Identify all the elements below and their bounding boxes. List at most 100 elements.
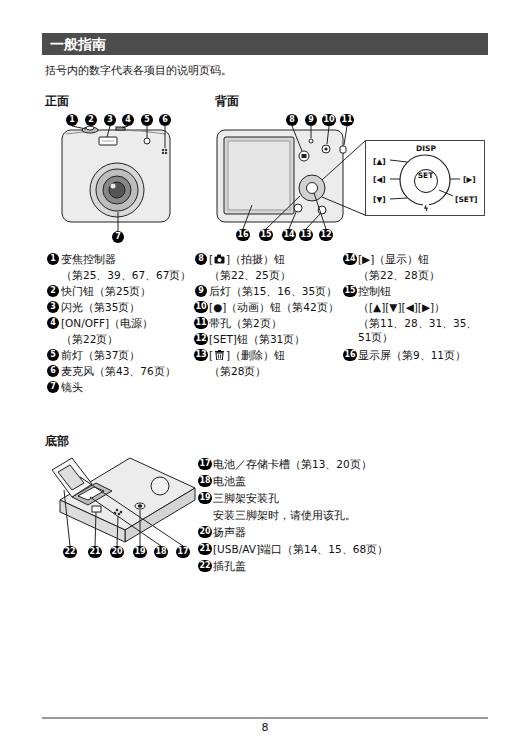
callout-number: 16 [236, 229, 249, 241]
pad-label: [▶] [462, 175, 477, 184]
callout-number: 17 [198, 458, 211, 470]
description-text: 三脚架安装孔 [213, 491, 279, 505]
page-heading: 一般指南 [50, 36, 106, 52]
callout-number: 12 [319, 229, 332, 241]
pad-label: [◀] [372, 175, 387, 184]
description-text: [ [209, 252, 213, 266]
callout-number: 6 [159, 114, 171, 126]
callout-number: 9 [305, 114, 317, 126]
callout-number: 1 [47, 253, 59, 265]
description-text: （[▲][▼][◀][▶]） [358, 300, 445, 314]
callout-number: 22 [63, 546, 76, 558]
callout-number: 17 [176, 546, 189, 558]
description-text: （第22、28页） [358, 268, 440, 282]
callout-number: 11 [340, 114, 353, 126]
description-text: 镜头 [61, 380, 83, 394]
callout-number: 18 [154, 546, 167, 558]
description-text: 插孔盖 [213, 559, 246, 573]
callout-number: 22 [198, 560, 211, 572]
pad-label: [SET] [454, 195, 479, 204]
callout-number: 1 [66, 114, 78, 126]
description-text: 电池盖 [213, 474, 246, 488]
description-text: 安装三脚架时，请使用该孔。 [213, 508, 356, 522]
callout-number: 5 [47, 349, 59, 361]
callout-number: 5 [141, 114, 153, 126]
description-text: （第22页） [61, 332, 118, 346]
callout-number: 9 [195, 285, 207, 297]
page-number: 8 [262, 721, 269, 735]
callout-number: 20 [198, 526, 211, 538]
bottom-camera [52, 458, 195, 546]
description-text: [ON/OFF]（电源） [61, 316, 153, 330]
callout-number: 15 [259, 229, 272, 241]
callout-number: 21 [198, 543, 211, 555]
control-pad-inset: DISP [▲] [◀] [▶] [▼] [SET] ϟ SET [365, 140, 485, 216]
pad-label: DISP [415, 144, 437, 153]
callout-number: 13 [299, 229, 312, 241]
callout-number: 19 [133, 546, 146, 558]
description-text: [●]（动画）钮（第42页） [209, 300, 339, 314]
footer-rule [42, 717, 488, 719]
callout-number: 14 [282, 229, 295, 241]
pad-label: [▲] [372, 157, 387, 166]
description-text: [USB/AV]端口（第14、15、68页） [213, 542, 388, 556]
description-text: （第11、28、31、35、51页） [358, 316, 484, 344]
callout-number: 11 [194, 317, 207, 329]
button-label: SET [417, 171, 435, 180]
callout-number: 4 [47, 317, 59, 329]
callout-number: 13 [194, 349, 207, 361]
description-text: [▶]（显示）钮 [358, 252, 429, 266]
pad-label: ϟ [423, 204, 430, 213]
back-camera [217, 126, 365, 229]
callout-number: 15 [343, 285, 356, 297]
description-text: （第25、39、67、67页） [61, 268, 191, 282]
callout-number: 4 [122, 114, 134, 126]
callout-number: 2 [85, 114, 97, 126]
description-text: 带孔（第2页） [209, 316, 282, 330]
callout-number: 21 [88, 546, 101, 558]
description-text: [SET]钮（第31页） [209, 332, 305, 346]
callout-number: 12 [194, 333, 207, 345]
callout-number: 7 [47, 381, 59, 393]
description-text: （第28页） [209, 364, 266, 378]
description-text: 快门钮（第25页） [61, 284, 151, 298]
callout-number: 7 [112, 231, 124, 243]
callout-number: 8 [286, 114, 298, 126]
description-text: [ [209, 348, 213, 362]
description-text: 变焦控制器 [61, 252, 116, 266]
description-text: 闪光（第35页） [61, 300, 140, 314]
header-band [42, 33, 488, 55]
description-text: 控制钮 [358, 284, 391, 298]
front-camera [62, 126, 170, 231]
description-text: （第22、25页） [209, 268, 291, 282]
description-text: 电池／存储卡槽（第13、20页） [213, 457, 372, 471]
callout-number: 18 [198, 475, 211, 487]
trash-icon [214, 350, 225, 360]
description-text: 显示屏（第9、11页） [358, 348, 466, 362]
callout-number: 2 [47, 285, 59, 297]
description-text: 后灯（第15、16、35页） [209, 284, 337, 298]
callout-number: 19 [198, 492, 211, 504]
callout-number: 6 [47, 365, 59, 377]
section-heading: 底部 [45, 434, 69, 448]
description-text: ]（拍摄）钮 [226, 252, 285, 266]
callout-number: 3 [104, 114, 116, 126]
section-heading: 背面 [215, 94, 239, 108]
intro-note: 括号内的数字代表各项目的说明页码。 [45, 63, 232, 77]
callout-number: 20 [110, 546, 123, 558]
description-text: 麦克风（第43、76页） [61, 364, 176, 378]
description-text: 扬声器 [213, 525, 246, 539]
callout-number: 10 [322, 114, 335, 126]
callout-number: 14 [343, 253, 356, 265]
pad-label: [▼] [372, 195, 387, 204]
description-text: 前灯（第37页） [61, 348, 140, 362]
set-button-circle: SET [414, 169, 438, 193]
description-text: ]（删除）钮 [226, 348, 285, 362]
callout-number: 8 [195, 253, 207, 265]
section-heading: 正面 [45, 94, 69, 108]
camera-icon [214, 254, 225, 264]
callout-number: 10 [194, 301, 207, 313]
callout-number: 16 [343, 349, 356, 361]
callout-number: 3 [47, 301, 59, 313]
